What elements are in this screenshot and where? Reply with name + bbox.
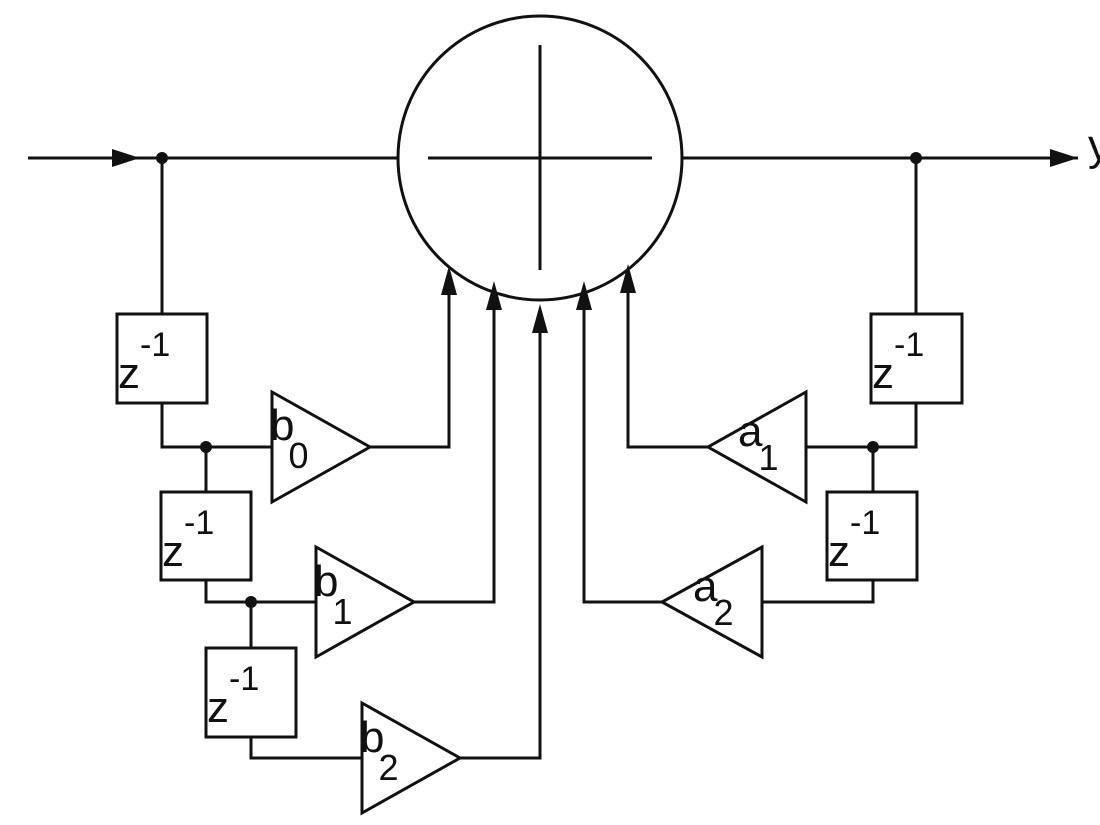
svg-text:z-1: z-1: [162, 504, 214, 576]
a2-arrowhead: [576, 281, 592, 310]
delay-exponent-text: -1: [140, 326, 170, 364]
svg-text:a2: a2: [693, 562, 734, 633]
ff-delay-3-to-b2: [249, 737, 362, 760]
b2-arrowhead: [532, 304, 548, 333]
gain-a1-index: 1: [758, 437, 778, 478]
delay-block-left-3: z-1: [204, 646, 298, 739]
delay-base-text: z: [872, 349, 894, 398]
delay-exponent-text: -1: [229, 660, 259, 698]
delay-exponent-text: -1: [184, 504, 214, 542]
delay-base-text: z: [118, 349, 140, 398]
b0-arrowhead: [441, 266, 457, 295]
ff-delay-2-to-b1: [204, 580, 316, 604]
b2-to-summer: [460, 318, 542, 760]
fb-delay-1-to-a1: [806, 403, 918, 449]
delay-block-left-1: z-1: [115, 312, 209, 405]
output-arrowhead: [1050, 149, 1078, 167]
summing-junction: [396, 14, 684, 302]
delay-base-text: z: [162, 527, 184, 576]
gain-a2-base: a: [693, 562, 718, 611]
gain-b2-index: 2: [378, 747, 398, 788]
svg-text:b1: b1: [314, 557, 353, 632]
b1-arrowhead: [486, 281, 502, 310]
ff-delay-1-to-b0: [160, 403, 272, 449]
svg-text:b0: b0: [270, 401, 309, 476]
svg-text:a1: a1: [738, 407, 779, 478]
b1-to-summer: [414, 295, 496, 604]
a1-to-summer: [626, 278, 708, 449]
delay-exponent-text: -1: [850, 504, 880, 542]
svg-text:z-1: z-1: [118, 326, 170, 398]
svg-text:z-1: z-1: [872, 326, 924, 398]
gain-b1-base: b: [314, 557, 338, 606]
delay-base-text: z: [828, 527, 850, 576]
gain-a2-index: 2: [713, 592, 733, 633]
gain-a1-base: a: [738, 407, 763, 456]
a2-to-summer: [582, 295, 662, 604]
fb-delay-2-to-a2: [762, 580, 875, 604]
b0-to-summer: [370, 280, 451, 449]
delay-block-left-2: z-1: [159, 490, 253, 582]
delay-block-right-2: z-1: [825, 490, 919, 582]
delay-block-right-1: z-1: [869, 312, 964, 405]
gain-b1-index: 1: [332, 591, 352, 632]
svg-text:z-1: z-1: [207, 660, 259, 732]
svg-text:z-1: z-1: [828, 504, 880, 576]
a1-arrowhead: [620, 264, 636, 293]
gain-b0-index: 0: [288, 435, 308, 476]
input-arrowhead: [112, 149, 140, 167]
delay-base-text: z: [207, 683, 229, 732]
output-label: y: [1088, 121, 1100, 170]
delay-exponent-text: -1: [894, 326, 924, 364]
gain-b0-base: b: [270, 401, 294, 450]
svg-text:b2: b2: [360, 713, 399, 788]
gain-b2-base: b: [360, 713, 384, 762]
